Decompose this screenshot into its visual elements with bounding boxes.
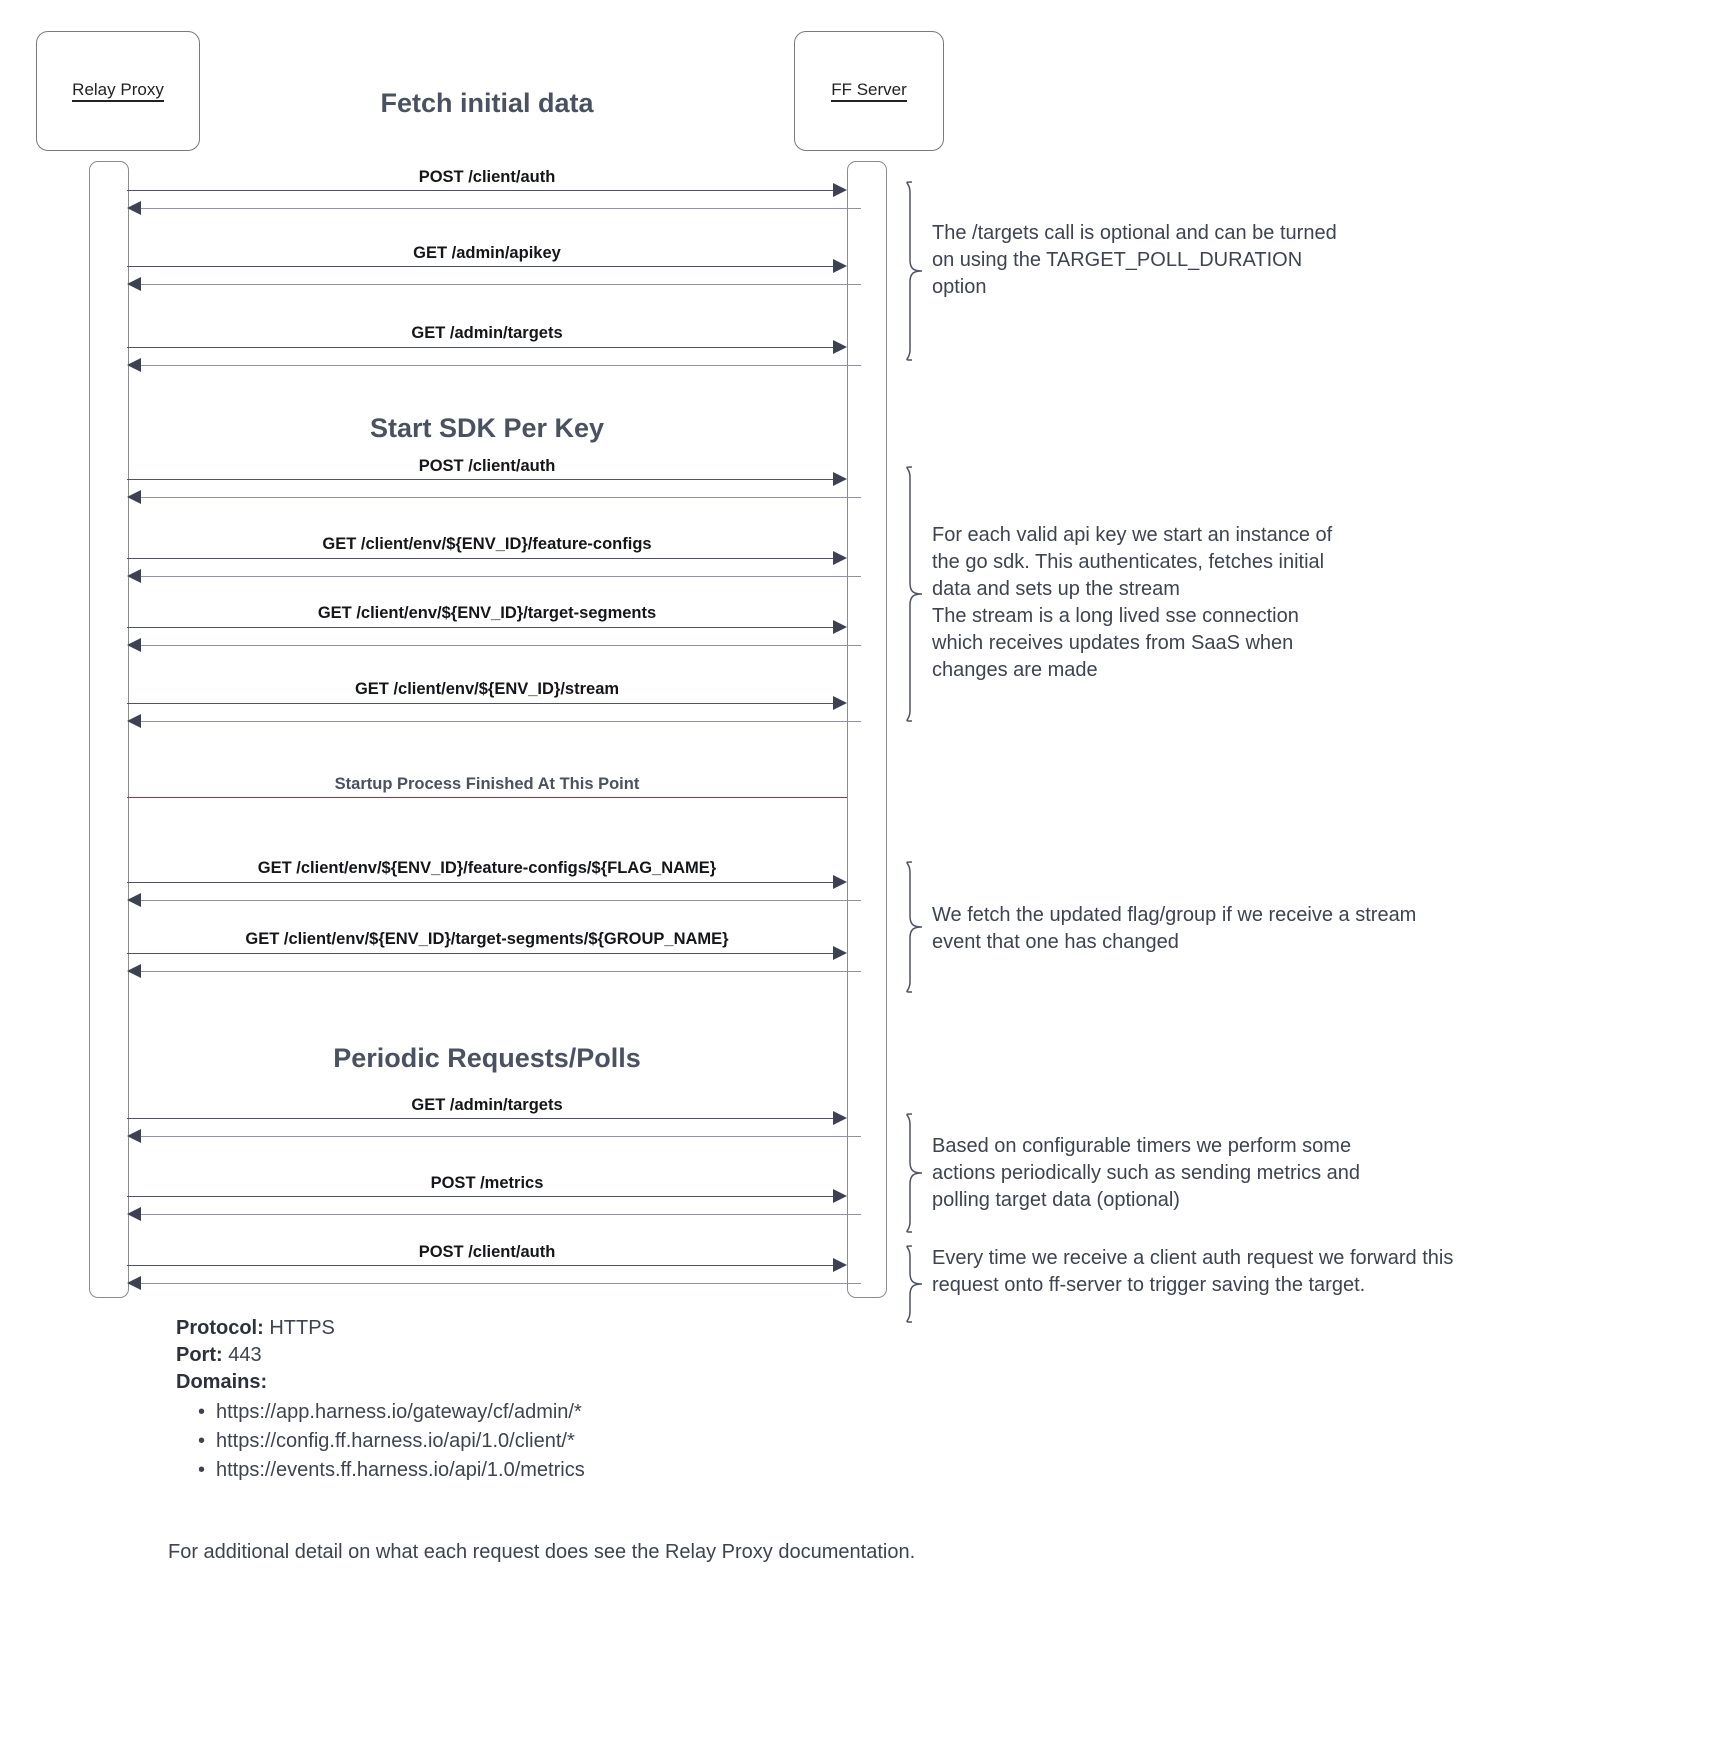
section-title-fetch-initial-data: Fetch initial data: [380, 88, 594, 118]
footer-port-label: Port:: [176, 1344, 223, 1366]
footer-domains-list: • https://app.harness.io/gateway/cf/admin…: [198, 1398, 1076, 1485]
list-item: • https://config.ff.harness.io/api/1.0/cl…: [198, 1427, 1076, 1456]
lifeline-ff-server: [847, 161, 887, 1298]
message-arrow-m11-response: [127, 1207, 861, 1221]
message-arrow-m5-response: [127, 569, 861, 583]
message-arrow-m11-request: [127, 1189, 847, 1203]
lifeline-relay-proxy: [89, 161, 129, 1298]
message-arrow-m6-request: [127, 620, 847, 634]
note-text-targets-optional: The /targets call is optional and can be…: [932, 222, 1337, 298]
bullet-icon: •: [198, 1430, 206, 1452]
message-label-m2: GET /admin/apikey: [413, 244, 561, 262]
bullet-icon: •: [198, 1401, 206, 1423]
note-brace-1: [906, 181, 923, 361]
message-arrow-m4-response: [127, 490, 861, 504]
footer-closing-note: For additional detail on what each reque…: [168, 1541, 916, 1563]
note-brace-3: [906, 861, 923, 993]
message-label-m11: POST /metrics: [430, 1174, 544, 1192]
message-label-m9: GET /client/env/${ENV_ID}/target-segment…: [245, 930, 729, 948]
actor-label-ff-server: FF Server: [831, 80, 907, 103]
footer-domains-label: Domains:: [176, 1371, 268, 1393]
message-arrow-m8-response: [127, 893, 861, 907]
message-arrow-m10-response: [127, 1129, 861, 1143]
note-brace-2: [906, 466, 923, 722]
message-arrow-m3-response: [127, 358, 861, 372]
note-text-client-auth-forward: Every time we receive a client auth requ…: [932, 1247, 1454, 1296]
footer-block: Protocol: HTTPS Port: 443 Domains: • http…: [168, 1315, 1076, 1564]
section-title-periodic-requests: Periodic Requests/Polls: [333, 1043, 641, 1073]
message-arrow-m2-request: [127, 259, 847, 273]
note-text-sdk-instance: For each valid api key we start an insta…: [932, 524, 1333, 681]
message-arrow-m5-request: [127, 551, 847, 565]
footer-domains-line: Domains:: [176, 1369, 1076, 1396]
bullet-icon: •: [198, 1459, 206, 1481]
footer-domain-1: https://config.ff.harness.io/api/1.0/cli…: [216, 1430, 575, 1452]
note-brace-5: [906, 1245, 923, 1323]
message-arrow-m12-response: [127, 1276, 861, 1290]
message-arrow-m1-response: [127, 201, 861, 215]
footer-domain-0: https://app.harness.io/gateway/cf/admin/…: [216, 1401, 582, 1423]
message-arrow-m9-request: [127, 946, 847, 960]
message-label-m5: GET /client/env/${ENV_ID}/feature-config…: [322, 535, 652, 553]
footer-domain-2: https://events.ff.harness.io/api/1.0/met…: [216, 1459, 585, 1481]
message-label-m6: GET /client/env/${ENV_ID}/target-segment…: [317, 604, 657, 622]
section-title-start-sdk-per-key: Start SDK Per Key: [369, 413, 605, 443]
message-label-m1: POST /client/auth: [418, 168, 556, 186]
message-label-m4: POST /client/auth: [418, 457, 556, 475]
note-text-stream-update: We fetch the updated flag/group if we re…: [932, 904, 1417, 953]
list-item: • https://events.ff.harness.io/api/1.0/me…: [198, 1456, 1076, 1485]
message-arrow-m3-request: [127, 340, 847, 354]
message-arrow-m6-response: [127, 638, 861, 652]
message-label-m10: GET /admin/targets: [411, 1096, 563, 1114]
footer-protocol-value: HTTPS: [269, 1317, 335, 1339]
separator-line-startup-finished: [127, 797, 847, 798]
message-label-m12: POST /client/auth: [418, 1243, 556, 1261]
footer-protocol-label: Protocol:: [176, 1317, 264, 1339]
note-brace-4: [906, 1113, 923, 1233]
message-label-m8: GET /client/env/${ENV_ID}/feature-config…: [257, 859, 717, 877]
footer-port-value: 443: [228, 1344, 262, 1366]
message-arrow-m7-request: [127, 696, 847, 710]
message-arrow-m1-request: [127, 183, 847, 197]
note-text-periodic: Based on configurable timers we perform …: [932, 1135, 1360, 1211]
message-arrow-m8-request: [127, 875, 847, 889]
list-item: • https://app.harness.io/gateway/cf/admin…: [198, 1398, 1076, 1427]
message-label-m7: GET /client/env/${ENV_ID}/stream: [354, 680, 620, 698]
footer-port-line: Port: 443: [176, 1342, 1076, 1369]
message-label-m3: GET /admin/targets: [411, 324, 563, 342]
separator-label-startup-finished: Startup Process Finished At This Point: [334, 775, 640, 793]
message-arrow-m4-request: [127, 472, 847, 486]
message-arrow-m2-response: [127, 277, 861, 291]
actor-box-relay-proxy[interactable]: Relay Proxy: [36, 31, 200, 151]
message-arrow-m7-response: [127, 714, 861, 728]
message-arrow-m9-response: [127, 964, 861, 978]
footer-protocol-line: Protocol: HTTPS: [176, 1315, 1076, 1342]
actor-box-ff-server[interactable]: FF Server: [794, 31, 944, 151]
message-arrow-m10-request: [127, 1111, 847, 1125]
message-arrow-m12-request: [127, 1258, 847, 1272]
actor-label-relay-proxy: Relay Proxy: [72, 80, 164, 103]
